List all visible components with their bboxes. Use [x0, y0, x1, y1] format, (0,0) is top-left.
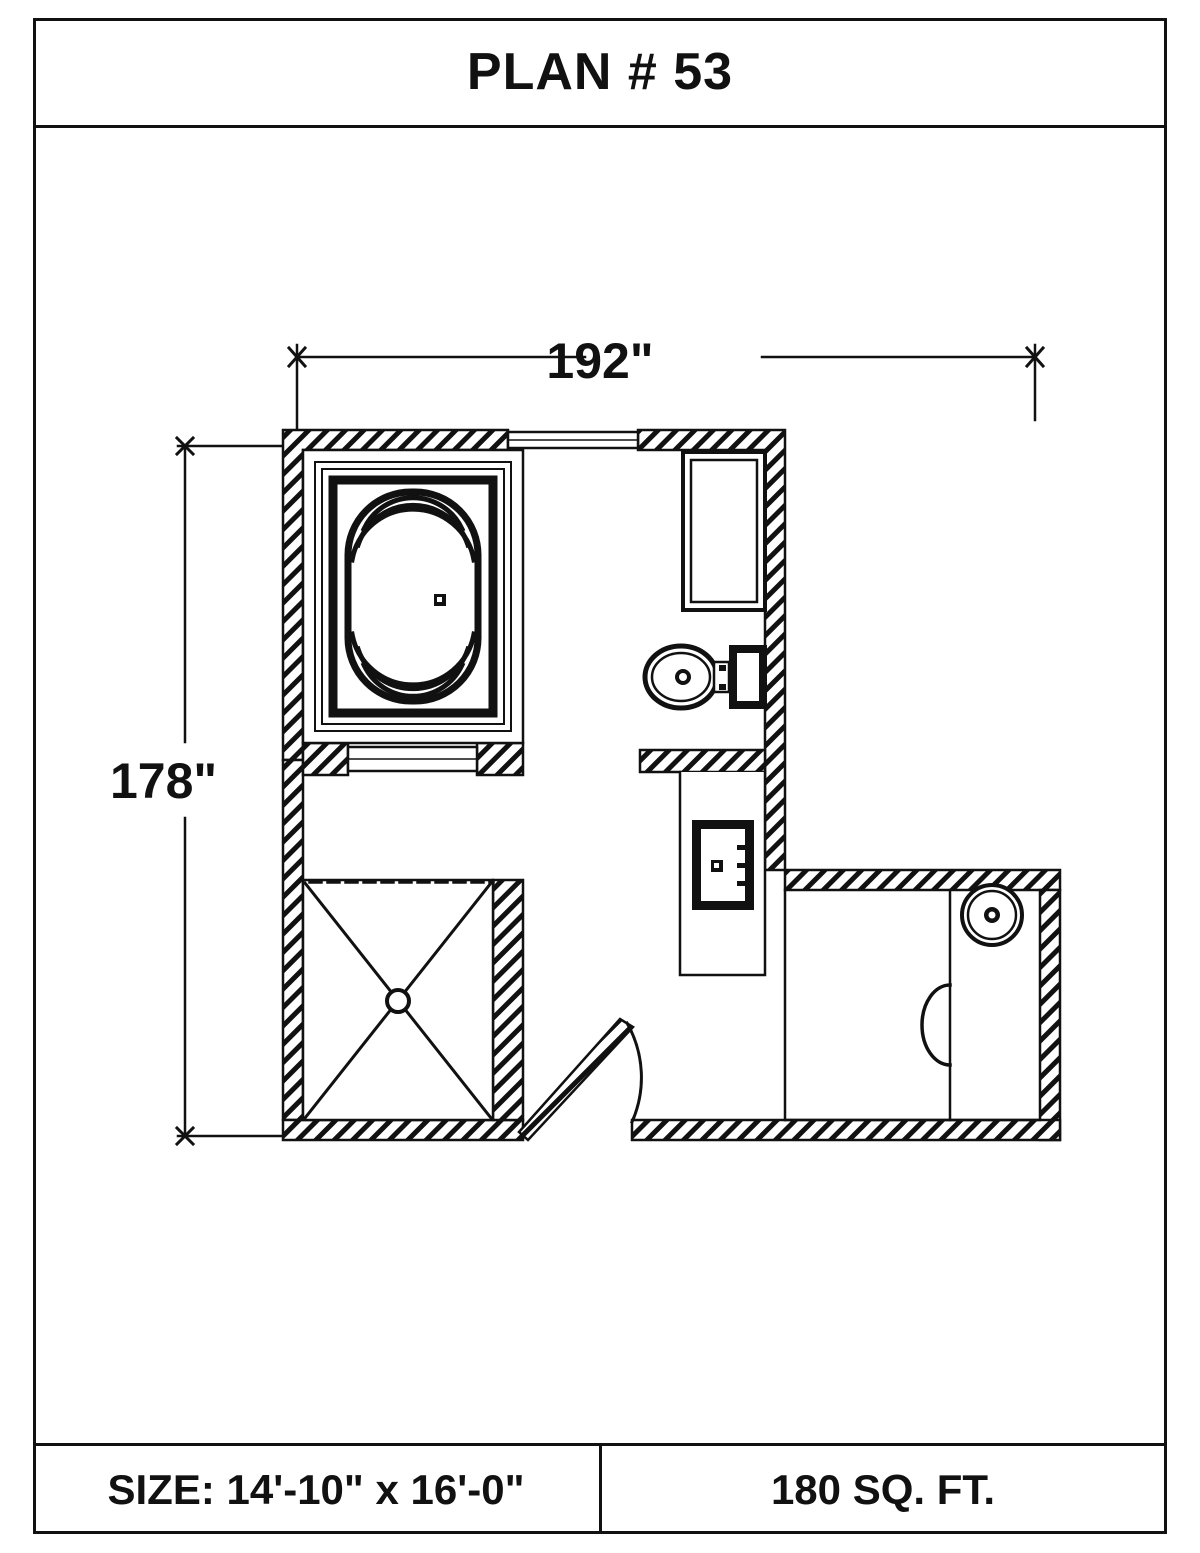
page-title: PLAN # 53: [466, 42, 734, 101]
area-cell: 180 SQ. FT.: [602, 1446, 1164, 1534]
horizontal-dimension-label: 192": [546, 333, 654, 389]
vertical-dimension-label: 178": [110, 753, 218, 809]
size-cell: SIZE: 14'-10" x 16'-0": [33, 1446, 602, 1534]
title-block: PLAN # 53: [33, 18, 1167, 128]
footer-block: SIZE: 14'-10" x 16'-0" 180 SQ. FT.: [33, 1443, 1167, 1534]
area-label: 180 SQ. FT.: [770, 1466, 996, 1513]
size-label: SIZE: 14'-10" x 16'-0": [107, 1466, 525, 1513]
